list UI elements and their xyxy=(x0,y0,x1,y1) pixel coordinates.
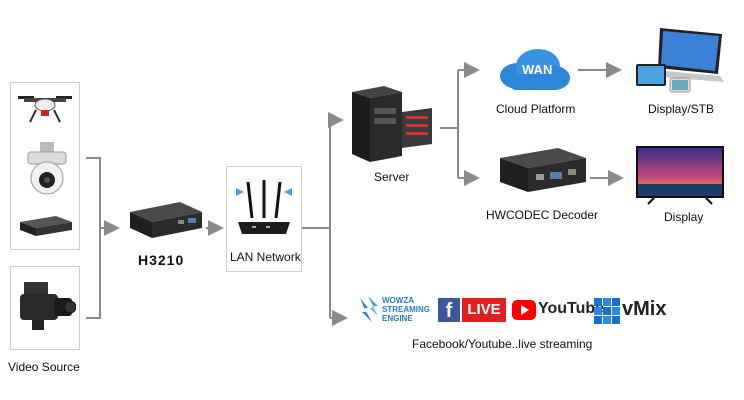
cloud-label: Cloud Platform xyxy=(496,102,576,116)
video-source-label: Video Source xyxy=(8,360,80,374)
wowza-icon xyxy=(360,296,378,322)
server-icon xyxy=(352,86,432,162)
decoder-label: HWCODEC Decoder xyxy=(486,208,599,222)
source-bracket xyxy=(86,157,101,319)
set-top-box-icon xyxy=(20,216,72,236)
lan-label: LAN Network xyxy=(230,250,301,264)
wowza-line-2: STREAMING xyxy=(382,305,430,314)
youtube-play-icon xyxy=(512,300,536,320)
live-badge: LIVE xyxy=(462,298,506,322)
wowza-line-1: WOWZA xyxy=(382,296,414,305)
vmix-grid-icon xyxy=(594,298,620,324)
server-label: Server xyxy=(374,170,410,184)
vmix-logo: vMix xyxy=(622,298,667,320)
wowza-line-3: ENGINE xyxy=(382,314,413,323)
ptz-camera-icon xyxy=(27,142,67,195)
tv-icon xyxy=(636,146,724,205)
router-icon xyxy=(236,180,292,234)
drone-icon xyxy=(18,96,72,123)
encoder-device-icon xyxy=(130,202,202,238)
display-stb-label: Display/STB xyxy=(648,102,715,116)
display-label: Display xyxy=(664,210,704,224)
wowza-logo: WOWZA STREAMING ENGINE xyxy=(382,296,430,323)
streaming-label: Facebook/Youtube..live streaming xyxy=(412,337,593,351)
encoder-label: H3210 xyxy=(138,252,185,268)
wan-badge: WAN xyxy=(522,62,553,77)
cloud-icon xyxy=(500,49,570,90)
facebook-logo: f xyxy=(438,298,460,322)
youtube-logo: YouTube xyxy=(538,300,605,317)
laptop-tablet-icon xyxy=(636,28,724,93)
decoder-device-icon xyxy=(500,148,586,192)
camcorder-icon xyxy=(20,282,76,330)
